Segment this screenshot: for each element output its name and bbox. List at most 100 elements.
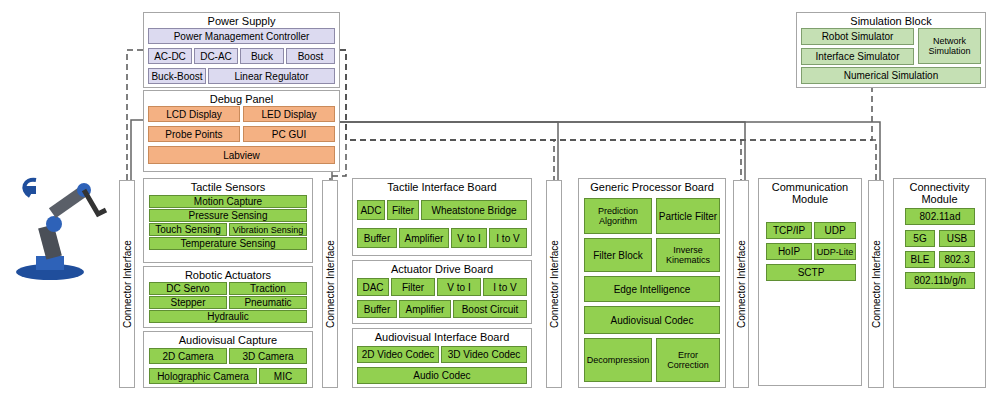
function-block: UDP-Lite	[814, 243, 856, 260]
block-label: LCD Display	[166, 109, 222, 120]
block-label: Amplifier	[406, 304, 445, 315]
block-label: ADC	[360, 205, 381, 216]
connector-interface: Connector Interface	[119, 180, 135, 388]
block-label: Prediction Algorithm	[585, 206, 651, 226]
debug-bus-line	[340, 122, 558, 180]
block-label: LED Display	[261, 109, 316, 120]
power-block: Buck-Boost	[148, 68, 206, 84]
power-block: AC-DC	[148, 48, 192, 64]
simulation-block: Network Simulation	[918, 28, 981, 64]
function-block: Traction	[229, 282, 307, 295]
block-label: Decompression	[587, 355, 650, 365]
block-label: I to V	[496, 233, 519, 244]
group-panel: Debug PanelLCD DisplayLED DisplayProbe P…	[143, 90, 340, 172]
function-block: Filter Block	[584, 238, 652, 272]
power-block: DC-AC	[194, 48, 238, 64]
function-block: Prediction Algorithm	[584, 198, 652, 234]
function-block: Audio Codec	[357, 367, 527, 384]
block-label: Connector Interface	[736, 240, 747, 328]
function-block: 802.11ad	[905, 208, 975, 225]
function-block: Holographic Camera	[149, 368, 257, 384]
group-panel: Audiovisual Capture2D Camera3D CameraHol…	[143, 331, 313, 388]
block-label: Buck	[251, 51, 273, 62]
debug-bus-line	[331, 172, 333, 180]
robot-arm-illustration	[0, 0, 120, 300]
function-block: USB	[939, 230, 975, 247]
block-label: Connector Interface	[549, 240, 560, 328]
block-label: DC-AC	[200, 51, 232, 62]
group-panel: Communication ModuleTCP/IP UDP HoIP UDP-Lit…	[758, 178, 862, 386]
panel-title: Generic Processor Board	[579, 181, 725, 193]
block-label: UDP	[824, 225, 845, 236]
block-label: Filter	[402, 282, 424, 293]
block-label: HoIP	[778, 246, 800, 257]
debug-block: LCD Display	[148, 106, 240, 122]
function-block: 5G	[905, 230, 935, 247]
panel-title: Power Supply	[144, 15, 339, 27]
block-label: Vibration Sensing	[233, 225, 303, 235]
block-label: Robot Simulator	[822, 31, 894, 42]
function-block: MIC	[259, 368, 307, 384]
block-label: Numerical Simulation	[844, 70, 938, 81]
function-block: 3D Video Codec	[441, 346, 527, 363]
panel-title: Audiovisual Interface Board	[353, 331, 531, 343]
function-block: Touch Sensing	[149, 223, 227, 236]
block-label: Pressure Sensing	[189, 210, 268, 221]
block-label: 802.11ad	[920, 211, 961, 222]
block-label: Hydraulic	[207, 311, 249, 322]
group-panel: Robotic ActuatorsDC ServoTractionStepper…	[143, 266, 313, 328]
block-label: Amplifier	[405, 233, 444, 244]
simulation-block: Numerical Simulation	[801, 67, 981, 84]
block-label: V to I	[457, 233, 480, 244]
function-block: Decompression	[584, 338, 652, 382]
block-label: TCP/IP	[773, 225, 805, 236]
power-block: Power Management Controller	[148, 28, 335, 44]
debug-block: Labview	[148, 146, 335, 164]
function-block: 2D Video Codec	[357, 346, 439, 363]
group-panel: Audiovisual Interface Board 2D Video Code…	[352, 328, 532, 388]
power-bus-line	[340, 50, 872, 140]
panel-title: Debug Panel	[144, 93, 339, 105]
block-label: 802.3	[944, 254, 969, 265]
connector-interface: Connector Interface	[322, 180, 338, 388]
block-label: PC GUI	[272, 129, 306, 140]
function-block: Error Correction	[656, 338, 720, 382]
power-block: Buck	[240, 48, 284, 64]
panel-title: Communication Module	[759, 181, 861, 205]
block-label: Boost Circuit	[462, 304, 519, 315]
block-label: Labview	[223, 150, 260, 161]
function-block: DC Servo	[149, 282, 227, 295]
function-block: Temperature Sensing	[149, 237, 307, 250]
function-block: Amplifier	[399, 300, 451, 318]
function-block: V to I	[437, 278, 481, 296]
block-label: I to V	[493, 282, 516, 293]
group-panel: Power SupplyPower Management ControllerA…	[143, 12, 340, 88]
block-label: Boost	[298, 51, 324, 62]
function-block: Filter	[387, 200, 419, 220]
function-block: Buffer	[357, 228, 397, 248]
block-label: Stepper	[170, 297, 205, 308]
block-label: Wheatstone Bridge	[431, 205, 516, 216]
block-label: 3D Video Codec	[448, 349, 521, 360]
debug-block: PC GUI	[243, 126, 335, 142]
panel-title: Simulation Block	[797, 15, 985, 27]
block-label: Connector Interface	[871, 240, 882, 328]
block-label: Touch Sensing	[155, 224, 221, 235]
function-block: Vibration Sensing	[229, 223, 307, 236]
block-label: Audio Codec	[413, 370, 470, 381]
function-block: Filter	[391, 278, 435, 296]
panel-title: Actuator Drive Board	[353, 263, 531, 275]
block-label: DAC	[362, 282, 383, 293]
debug-bus-line	[131, 120, 143, 180]
function-block: I to V	[483, 278, 527, 296]
connector-interface: Connector Interface	[546, 180, 562, 388]
function-block: Edge Intelligence	[584, 276, 720, 302]
function-block: HoIP	[766, 243, 812, 260]
function-block: 802.3	[939, 251, 975, 268]
function-block: Motion Capture	[149, 195, 307, 208]
function-block: I to V	[489, 228, 527, 248]
function-block: 2D Camera	[149, 348, 227, 364]
block-label: Inverse Kinematics	[657, 245, 719, 265]
block-label: Connector Interface	[122, 240, 133, 328]
connector-interface: Connector Interface	[733, 180, 749, 388]
